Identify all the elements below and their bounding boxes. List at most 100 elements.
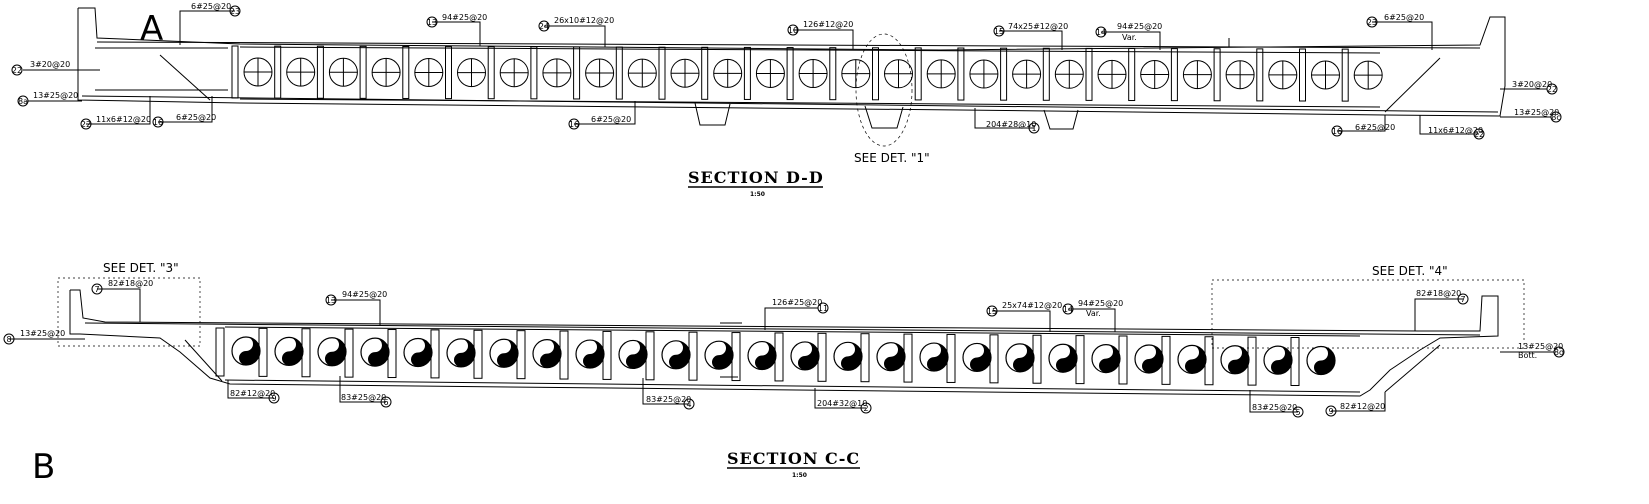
svg-text:22: 22 bbox=[1547, 85, 1557, 94]
svg-text:4: 4 bbox=[686, 400, 691, 409]
cc-void-fill bbox=[454, 338, 476, 367]
dd-web bbox=[530, 46, 538, 100]
section-cc-see-det-3: SEE DET. "3" bbox=[103, 261, 179, 275]
cc-void-fill bbox=[540, 339, 561, 368]
svg-text:82#12@20: 82#12@20 bbox=[1340, 402, 1385, 411]
cc-top-rebar bbox=[84, 322, 1481, 336]
cc-callout-15: 15 25x74#12@20 bbox=[986, 301, 1062, 317]
svg-text:15: 15 bbox=[987, 307, 997, 316]
svg-text:24: 24 bbox=[539, 22, 549, 31]
svg-text:126#25@20: 126#25@20 bbox=[772, 298, 822, 307]
svg-text:6#25@20: 6#25@20 bbox=[176, 113, 216, 122]
cc-web bbox=[989, 334, 999, 384]
svg-text:82#18@20: 82#18@20 bbox=[108, 279, 153, 288]
cc-leader bbox=[1414, 298, 1463, 331]
svg-text:6#25@20: 6#25@20 bbox=[591, 115, 631, 124]
cc-web bbox=[1161, 335, 1171, 385]
dd-callout-15: 15 74x25#12@20 bbox=[993, 22, 1068, 37]
cc-web bbox=[602, 330, 612, 380]
cc-void-fill bbox=[626, 340, 647, 369]
svg-text:22: 22 bbox=[12, 66, 22, 75]
dd-callout-22-bottom-right: 22 11x6#12@20 bbox=[1428, 126, 1485, 140]
svg-text:7: 7 bbox=[94, 285, 99, 294]
svg-text:3#20@20: 3#20@20 bbox=[30, 60, 70, 69]
dd-leader bbox=[1337, 115, 1386, 132]
cc-void-fill bbox=[497, 339, 518, 368]
cc-web bbox=[645, 331, 655, 381]
dd-web bbox=[316, 45, 324, 99]
svg-text:204#32@10: 204#32@10 bbox=[817, 399, 867, 408]
section-dd-title: SECTION D-D bbox=[688, 168, 824, 187]
cc-web bbox=[473, 329, 483, 379]
dd-leader bbox=[974, 108, 1034, 129]
dd-callout-8c: 8c 13#25@20 bbox=[1514, 108, 1562, 123]
cc-web bbox=[1075, 335, 1085, 385]
cc-callout-4: 4 83#25@20 bbox=[646, 395, 695, 410]
cc-detail-box-3 bbox=[57, 277, 201, 347]
svg-text:5: 5 bbox=[1295, 408, 1300, 417]
dd-top-rebar bbox=[96, 41, 1481, 49]
cc-web bbox=[860, 333, 870, 383]
svg-text:11x6#12@20: 11x6#12@20 bbox=[96, 115, 151, 124]
cc-void-fill bbox=[1099, 344, 1120, 373]
cc-deck-outline bbox=[69, 289, 1499, 397]
cc-callout-9-left: 9 82#12@20 bbox=[230, 389, 280, 404]
svg-text:6#25@20: 6#25@20 bbox=[1355, 123, 1395, 132]
dd-web bbox=[615, 46, 623, 100]
section-cc-scale: 1:50 bbox=[792, 472, 807, 479]
cc-void-fill bbox=[927, 343, 948, 372]
dd-web bbox=[1128, 48, 1136, 102]
svg-text:3#20@20: 3#20@20 bbox=[1512, 80, 1552, 89]
cc-leader bbox=[339, 376, 386, 403]
svg-text:94#25@20: 94#25@20 bbox=[1078, 299, 1123, 308]
svg-text:23: 23 bbox=[1367, 18, 1377, 27]
dd-web bbox=[573, 46, 581, 100]
svg-text:13#25@20: 13#25@20 bbox=[33, 91, 78, 100]
cc-leader bbox=[992, 310, 1051, 332]
svg-text:8c: 8c bbox=[1551, 113, 1561, 122]
cc-web bbox=[559, 330, 569, 380]
dd-leader bbox=[544, 25, 606, 47]
svg-text:83#25@20: 83#25@20 bbox=[1252, 403, 1297, 412]
svg-text:14: 14 bbox=[1096, 28, 1106, 37]
svg-text:82#18@20: 82#18@20 bbox=[1416, 289, 1461, 298]
svg-text:6#25@20: 6#25@20 bbox=[191, 2, 231, 11]
svg-text:23: 23 bbox=[230, 7, 240, 16]
dd-bottom-inner bbox=[239, 98, 1381, 108]
cc-detail-box-4 bbox=[1211, 279, 1525, 349]
dd-deck-outline bbox=[77, 7, 1506, 117]
cc-void-fill bbox=[712, 341, 733, 370]
dd-right-chamfer bbox=[1384, 57, 1441, 113]
cc-web bbox=[1118, 335, 1128, 385]
svg-text:26x10#12@20: 26x10#12@20 bbox=[554, 16, 614, 25]
dd-leader bbox=[793, 29, 854, 49]
dd-leader bbox=[179, 10, 235, 45]
cc-bottom-rebar bbox=[224, 379, 1361, 393]
svg-text:9: 9 bbox=[271, 394, 276, 403]
section-cc-drawing bbox=[9, 277, 1554, 413]
cc-void-fill bbox=[282, 337, 304, 366]
dd-callout-22-left: 22 3#20@20 bbox=[11, 60, 70, 76]
cc-leader bbox=[227, 380, 274, 399]
dd-leader bbox=[158, 96, 213, 123]
cc-callout-6: 6 83#25@20 bbox=[341, 393, 392, 408]
svg-text:13: 13 bbox=[427, 18, 437, 27]
dd-callout-23-top-left: 23 6#25@20 bbox=[191, 2, 241, 17]
cc-web bbox=[774, 332, 784, 382]
svg-text:13: 13 bbox=[326, 296, 336, 305]
dd-callout-10: 10 126#12@20 bbox=[787, 20, 853, 36]
dd-web bbox=[487, 46, 495, 100]
svg-text:204#28@10: 204#28@10 bbox=[986, 120, 1036, 129]
dd-leader bbox=[1101, 31, 1161, 50]
cc-void-fill bbox=[755, 341, 776, 370]
section-dd-scale: 1:50 bbox=[750, 191, 765, 198]
svg-text:16: 16 bbox=[1332, 127, 1342, 136]
svg-text:94#25@20: 94#25@20 bbox=[442, 13, 487, 22]
svg-text:13#25@20: 13#25@20 bbox=[1514, 108, 1559, 117]
cc-web bbox=[1204, 336, 1214, 386]
cc-void-fill bbox=[368, 338, 389, 367]
cc-callout-8d: 8d 13#25@20 Bott. bbox=[1518, 342, 1565, 360]
cc-void-fill bbox=[970, 343, 992, 372]
cc-leader bbox=[642, 378, 689, 405]
cc-web bbox=[903, 333, 913, 383]
